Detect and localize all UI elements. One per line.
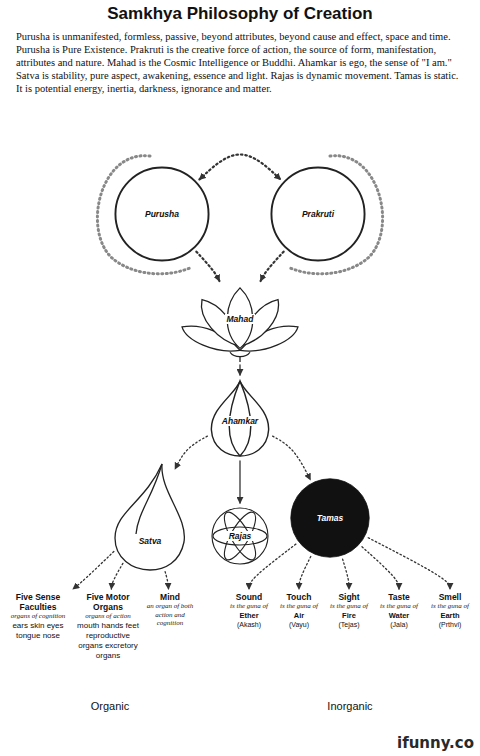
node-text: Earth: [440, 611, 459, 620]
node-name: Five Motor Organs: [74, 592, 142, 612]
node-name: Sight: [338, 592, 359, 602]
connector-arrow: [368, 538, 450, 589]
connector-arrow: [362, 547, 399, 589]
node-name: Prakruti: [300, 209, 336, 219]
connector-arrow: [261, 252, 284, 281]
text-holder: Five Sense Facultiesorgans of cognitione…: [4, 592, 72, 641]
connector-arrow: [73, 552, 114, 589]
node-name: Rajas: [227, 531, 254, 541]
node-name: Tamas: [317, 513, 344, 523]
connector-arrow: [175, 436, 207, 469]
group-label: Inorganic: [300, 700, 400, 712]
connector-arrow: [111, 563, 123, 589]
node-text: Water: [389, 611, 410, 620]
node-text: (Tejas): [338, 620, 359, 629]
node-text: Air: [294, 611, 304, 620]
ahamkar-bud: Ahamkar: [207, 378, 273, 458]
text-holder: Mindan organ of both action and cognitio…: [144, 592, 196, 628]
text-holder: Five Motor Organsorgans of actionmouth h…: [74, 592, 142, 661]
element-column: Tasteis the guna ofWater(Jala): [374, 592, 424, 629]
tamas-circle: Tamas: [290, 478, 370, 558]
node-text: Ether: [239, 611, 258, 620]
element-column: Touchis the guna ofAir(Vayu): [274, 592, 324, 629]
text-holder: Prakruti: [270, 166, 366, 262]
connector-arrow: [343, 559, 349, 589]
node-name: Sound: [236, 592, 262, 602]
rajas-atom: Rajas: [210, 506, 270, 566]
node-text: organs of cognition: [11, 612, 66, 621]
node-text: an organ of both action and cognition: [144, 602, 196, 628]
node-text: is the guna of: [230, 602, 268, 611]
node-text: Fire: [342, 611, 356, 620]
text-holder: Sightis the guna ofFire(Tejas): [324, 592, 374, 629]
node-name: Ahamkar: [220, 416, 260, 426]
stipple-swirl: [97, 156, 382, 274]
node-text: is the guna of: [330, 602, 368, 611]
element-column: Soundis the guna ofEther(Akash): [224, 592, 274, 629]
node-text: mouth hands feet reproductive organs exc…: [74, 621, 142, 661]
connector-arrow: [239, 365, 240, 375]
organ-column: Five Motor Organsorgans of actionmouth h…: [74, 592, 142, 661]
group-label: Organic: [60, 700, 160, 712]
text-holder: Tamas: [290, 478, 370, 558]
node-name: Touch: [287, 592, 312, 602]
title: Samkhya Philosophy of Creation: [0, 4, 480, 24]
node-text: is the guna of: [380, 602, 418, 611]
connector-arrow: [299, 556, 311, 589]
flame-drop-figure: [108, 462, 192, 572]
connector-arrow: [165, 572, 168, 589]
node-name: Five Sense Faculties: [4, 592, 72, 612]
text-holder: Mahad: [180, 284, 300, 362]
satva-drop: Satva: [108, 462, 192, 572]
node-text: organs of action: [85, 612, 131, 621]
connector-arrow: [196, 252, 219, 281]
text-holder: Tasteis the guna ofWater(Jala): [374, 592, 424, 629]
text-holder: Soundis the guna ofEther(Akash): [224, 592, 274, 629]
node-name: Purusha: [143, 209, 181, 219]
element-column: Sightis the guna ofFire(Tejas): [324, 592, 374, 629]
node-text: (Vayu): [289, 620, 309, 629]
watermark: ifunny.co: [370, 734, 474, 752]
connector-arrow: [239, 461, 240, 503]
text-holder: Smellis the guna ofEarth(Prthvi): [424, 592, 476, 629]
connector-arrow: [273, 436, 311, 480]
node-name: Mind: [160, 592, 180, 602]
organ-column: Five Sense Facultiesorgans of cognitione…: [4, 592, 72, 641]
node-text: (Jala): [390, 620, 408, 629]
text-holder: Touchis the guna ofAir(Vayu): [274, 592, 324, 629]
organ-column: Mindan organ of both action and cognitio…: [144, 592, 196, 628]
purusha-circle: Purusha: [114, 166, 210, 262]
text-holder: Satva: [108, 462, 192, 572]
text-holder: Ahamkar: [207, 378, 273, 458]
element-column: Smellis the guna ofEarth(Prthvi): [424, 592, 476, 629]
node-name: Satva: [137, 536, 164, 546]
node-text: (Akash): [237, 620, 261, 629]
node-name: Smell: [439, 592, 462, 602]
mahad-lotus: Mahad: [180, 284, 300, 362]
text-holder: Purusha: [114, 166, 210, 262]
node-name: Mahad: [225, 314, 256, 324]
node-name: Taste: [388, 592, 410, 602]
node-text: ears skin eyes tongue nose: [4, 621, 72, 641]
node-text: is the guna of: [431, 602, 469, 611]
node-text: (Prthvi): [439, 620, 462, 629]
text-holder: Rajas: [210, 506, 270, 566]
intro-paragraph: Purusha is unmanifested, formless, passi…: [16, 30, 464, 95]
prakruti-circle: Prakruti: [270, 166, 366, 262]
connector-arrow: [199, 154, 280, 179]
node-text: is the guna of: [280, 602, 318, 611]
